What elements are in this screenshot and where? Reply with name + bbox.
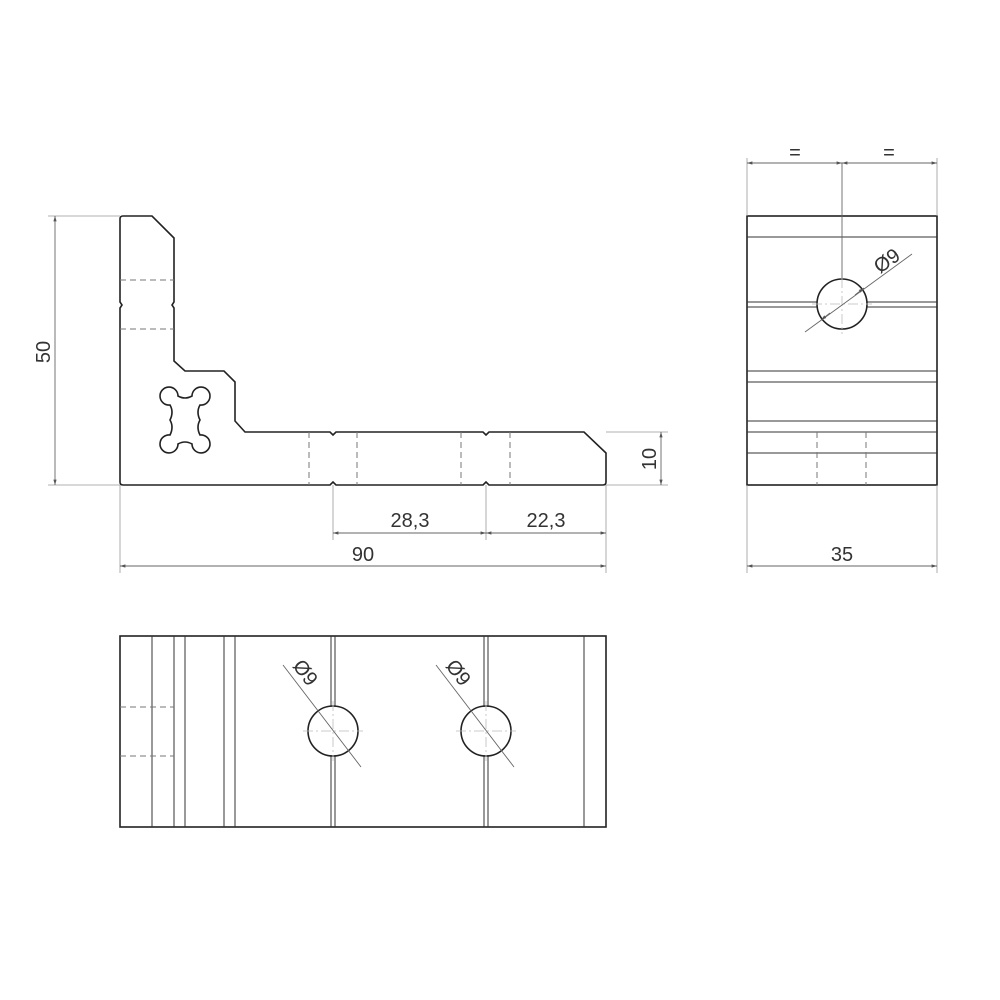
equal-left-mark: = (789, 142, 801, 164)
front-view: 50 10 28,3 22,3 90 (33, 215, 668, 573)
top-hole-1-diameter: Ø9 (288, 656, 322, 691)
slot-2 (483, 636, 489, 827)
length-dimension: 90 (352, 544, 374, 566)
hole-spacing-dimension: 28,3 (391, 510, 430, 532)
side-hole-diameter: Ø9 (870, 245, 905, 278)
cross-slot-hole (159, 386, 211, 454)
top-hole-2-diameter: Ø9 (441, 656, 475, 691)
slot-1 (330, 636, 336, 827)
equal-right-mark: = (883, 142, 895, 164)
bracket-profile (119, 215, 607, 486)
hole-edge-dimension: 22,3 (527, 510, 566, 532)
height-dimension: 50 (33, 341, 55, 363)
side-view: Ø9 = = 35 (746, 142, 938, 573)
top-view: Ø9 Ø9 (119, 635, 607, 828)
width-dimension: 35 (831, 544, 853, 566)
thickness-dimension: 10 (639, 448, 661, 470)
